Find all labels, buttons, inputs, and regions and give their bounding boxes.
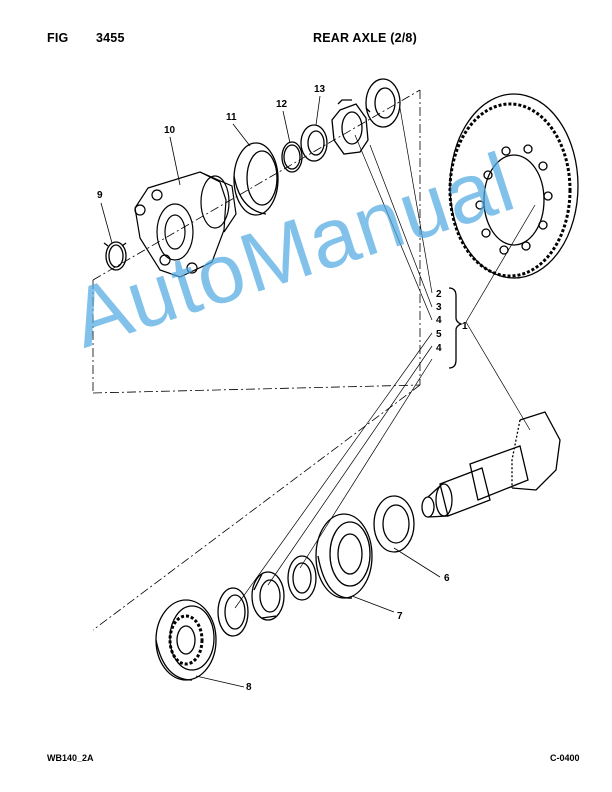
callout-12: 12	[276, 99, 288, 110]
flange-part-10	[134, 171, 237, 278]
group-brace	[448, 287, 463, 369]
callout-13: 13	[314, 84, 326, 95]
callout-6: 6	[444, 573, 450, 584]
callout-4-second: 4	[436, 343, 442, 354]
pinion-shaft	[421, 411, 561, 518]
collapsible-spacer	[251, 571, 285, 621]
callout-9: 9	[97, 190, 103, 201]
tab-washer	[365, 78, 401, 128]
spacer-ring	[287, 555, 317, 601]
figure-number: 3455	[96, 31, 125, 45]
callout-2: 2	[436, 289, 442, 300]
callout-10: 10	[164, 125, 176, 136]
callout-11: 11	[226, 112, 237, 123]
ring-nut	[331, 99, 371, 155]
bearing-part-7	[315, 513, 373, 599]
figure-label: FIG	[47, 31, 69, 45]
callout-5: 5	[436, 329, 442, 340]
bearing-part-8	[155, 599, 217, 681]
crown-wheel-gear	[448, 93, 579, 279]
seal-part-11	[233, 142, 279, 216]
bearing-cup	[217, 587, 249, 637]
leader-lines	[234, 107, 536, 609]
snap-ring-part-9	[103, 241, 127, 271]
callout-8: 8	[246, 682, 252, 693]
callout-3: 3	[436, 302, 442, 313]
shim-part-6	[373, 495, 415, 553]
model-code: WB140_2A	[47, 753, 94, 763]
washer-part-13	[300, 124, 328, 162]
page-code: C-0400	[550, 753, 580, 763]
callout-leaders	[100, 95, 441, 688]
callout-4: 4	[436, 315, 442, 326]
o-ring-part-12	[281, 141, 303, 173]
callout-7: 7	[397, 611, 403, 622]
figure-title: REAR AXLE (2/8)	[313, 31, 417, 45]
alignment-frame	[92, 89, 421, 631]
callout-1: 1	[462, 321, 468, 332]
